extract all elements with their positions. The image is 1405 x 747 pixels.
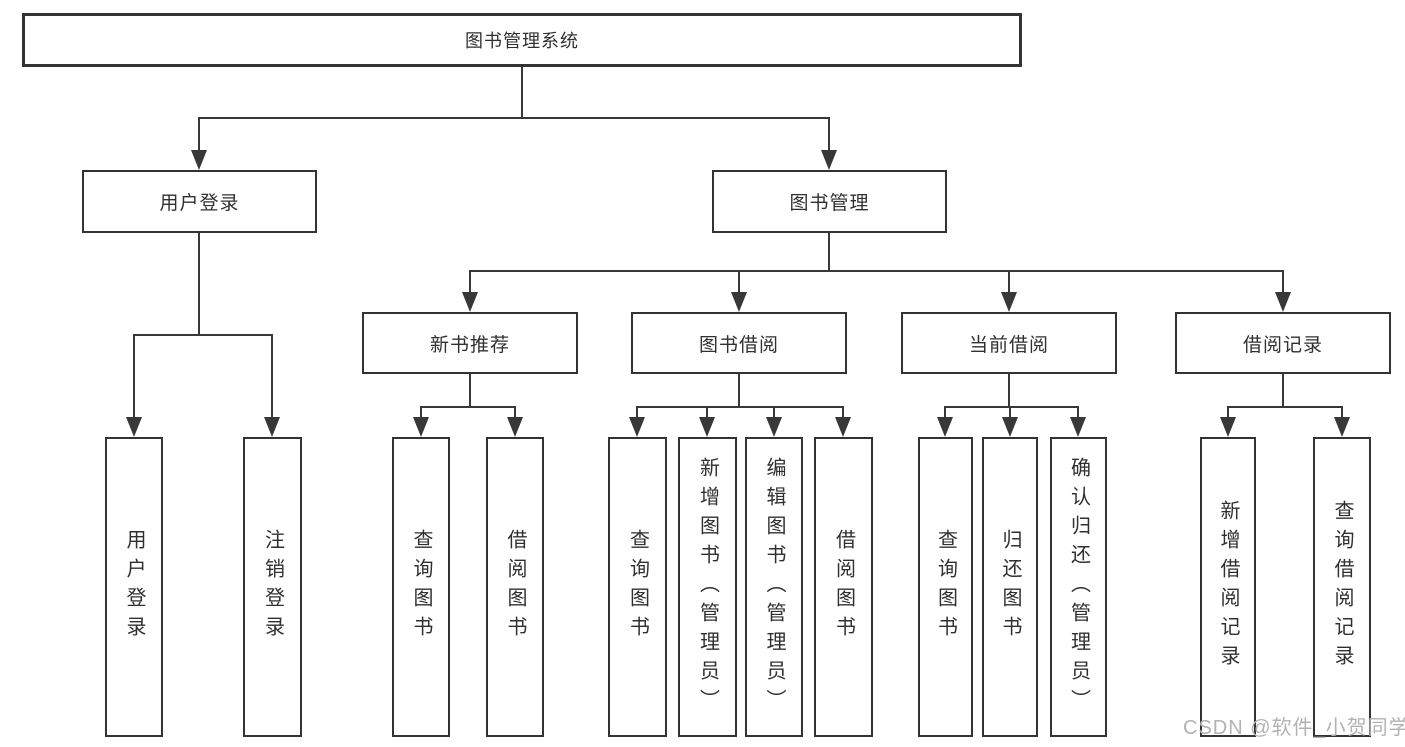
connector-line (706, 406, 708, 420)
connector-line (514, 406, 516, 420)
connector-line (469, 270, 471, 295)
connector-line (133, 334, 135, 420)
connector-line (842, 406, 844, 420)
leaf-query-books-current: 查询图书 (918, 437, 973, 737)
arrowhead (191, 150, 207, 170)
connector-line (636, 406, 844, 408)
leaf-query-books-recommend: 查询图书 (392, 437, 450, 737)
leaf-borrow-books-recommend: 借阅图书 (486, 437, 544, 737)
connector-line (198, 117, 200, 153)
arrowhead (264, 417, 280, 437)
connector-line (420, 406, 422, 420)
connector-line (738, 270, 740, 295)
leaf-add-borrow-record: 新增借阅记录 (1200, 437, 1256, 737)
connector-line (133, 334, 273, 336)
arrowhead (1334, 417, 1350, 437)
node-book-management: 图书管理 (712, 170, 947, 233)
arrowhead (1275, 292, 1291, 312)
arrowhead (1220, 417, 1236, 437)
connector-line (773, 406, 775, 420)
arrowhead (126, 417, 142, 437)
arrowhead (821, 150, 837, 170)
node-user-login: 用户登录 (82, 170, 317, 233)
leaf-query-books-borrow: 查询图书 (608, 437, 667, 737)
node-book-borrow: 图书借阅 (631, 312, 847, 374)
connector-line (1341, 406, 1343, 420)
arrowhead (1070, 417, 1086, 437)
leaf-add-book-admin: 新增图书（管理员） (678, 437, 737, 737)
arrowhead (629, 417, 645, 437)
connector-line (271, 334, 273, 420)
connector-line (1008, 270, 1010, 295)
arrowhead (413, 417, 429, 437)
arrowhead (766, 417, 782, 437)
connector-line (828, 233, 830, 272)
leaf-confirm-return-admin: 确认归还（管理员） (1050, 437, 1107, 737)
node-root: 图书管理系统 (22, 13, 1022, 67)
node-current-borrow: 当前借阅 (901, 312, 1117, 374)
connector-line (944, 406, 946, 420)
arrowhead (1002, 417, 1018, 437)
connector-line (521, 67, 523, 119)
arrowhead (507, 417, 523, 437)
leaf-return-book: 归还图书 (982, 437, 1038, 737)
connector-line (469, 374, 471, 408)
connector-line (198, 233, 200, 336)
connector-line (1282, 270, 1284, 295)
leaf-borrow-books: 借阅图书 (814, 437, 873, 737)
leaf-user-login: 用户登录 (105, 437, 163, 737)
connector-line (1282, 374, 1284, 408)
arrowhead (699, 417, 715, 437)
arrowhead (1001, 292, 1017, 312)
connector-line (1008, 374, 1010, 408)
connector-line (198, 117, 830, 119)
arrowhead (937, 417, 953, 437)
leaf-edit-book-admin: 编辑图书（管理员） (745, 437, 803, 737)
connector-line (1227, 406, 1229, 420)
csdn-watermark: CSDN @软件_小贺同学 (1183, 717, 1405, 739)
connector-line (1227, 406, 1343, 408)
node-borrow-records: 借阅记录 (1175, 312, 1391, 374)
arrowhead (835, 417, 851, 437)
leaf-query-borrow-record: 查询借阅记录 (1313, 437, 1371, 737)
arrowhead (731, 292, 747, 312)
connector-line (420, 406, 516, 408)
connector-line (738, 374, 740, 408)
connector-line (469, 270, 1284, 272)
node-new-book-recommend: 新书推荐 (362, 312, 578, 374)
connector-line (1077, 406, 1079, 420)
connector-line (828, 117, 830, 153)
connector-line (636, 406, 638, 420)
connector-line (944, 406, 1079, 408)
connector-line (1009, 406, 1011, 420)
arrowhead (462, 292, 478, 312)
leaf-logout: 注销登录 (243, 437, 302, 737)
